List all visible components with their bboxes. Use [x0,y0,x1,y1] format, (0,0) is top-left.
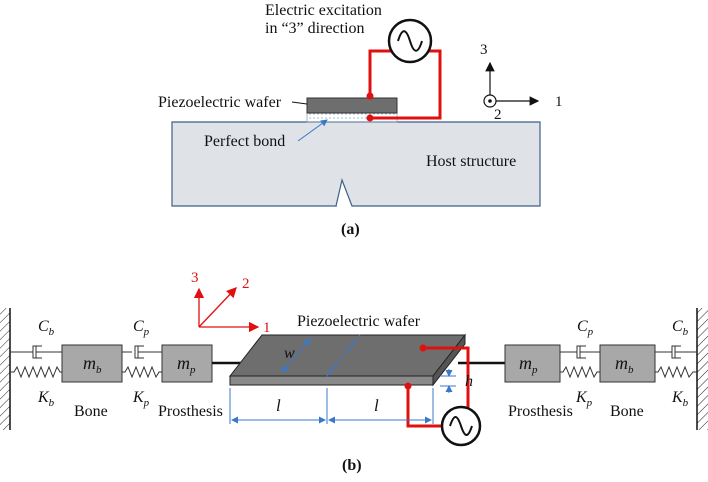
left-mass-prosthesis-label: mp [177,353,196,376]
bond-leader [297,119,328,142]
right-cb-label: Cb [672,318,689,338]
length-label-right: l [374,396,379,415]
piezo-wafer-a [306,97,398,114]
left-cb-label: Cb [38,318,55,338]
left-cp-label: Cp [133,318,150,338]
axis-b-3: 3 [191,270,199,286]
axes-a: 3 1 2 [480,42,563,123]
length-label-left: l [276,396,281,415]
excitation-label-2: in “3” direction [265,20,365,37]
left-damper-bone [10,345,62,359]
sine-icon-a [397,30,423,52]
bond-label: Perfect bond [204,133,285,150]
electrode-bottom-a [366,114,374,122]
host-label: Host structure [426,153,516,170]
axis-a-2: 2 [494,107,502,123]
electrode-bottom-b [404,382,412,390]
axis-a-3: 3 [480,42,488,58]
left-spring-bone [10,365,62,379]
left-mass-bone [61,344,123,383]
right-spring-prosthesis [560,365,600,379]
axis-a-1: 1 [555,94,563,110]
right-mass-prosthesis-label: mp [519,353,538,376]
sine-icon-b [449,416,473,436]
axis-b-1: 1 [263,320,271,336]
wafer-centerline [326,334,361,377]
axes-b: 3 2 1 [191,270,271,336]
wafer-label-a: Piezoelectric wafer [158,94,282,111]
right-mass-bone-label: mb [615,353,634,376]
piezo-wafer-b [228,333,467,387]
caption-a: (a) [341,221,360,238]
right-mass-prosthesis [504,344,561,383]
left-spring-prosthesis [122,365,162,379]
wire-a [368,49,442,120]
left-wall [0,308,10,430]
crack-notch [335,177,353,207]
right-damper-prosthesis [560,345,600,359]
right-damper-bone [655,345,697,359]
caption-b: (b) [342,457,362,474]
excitation-label-1: Electric excitation [265,2,382,19]
right-mass-bone [599,344,656,383]
left-damper-prosthesis [122,345,162,359]
height-label: h [465,373,473,390]
right-bone-label: Bone [610,403,644,420]
right-kp-label: Kp [575,389,593,409]
wafer-leader [291,101,308,105]
panel-b: mb mp Cb Cp Kb Kp Bone Prosthesis w Piez… [0,270,708,474]
left-kp-label: Kp [132,389,150,409]
right-cp-label: Cp [577,318,594,338]
axis-b-2: 2 [242,276,250,292]
height-dimension [440,369,456,393]
right-kb-label: Kb [671,389,689,409]
width-dimension [281,338,311,373]
electrode-top-a [366,92,374,100]
left-mass-prosthesis [161,344,213,383]
right-wall [697,308,708,430]
width-label: w [284,345,295,362]
left-kb-label: Kb [37,389,55,409]
electrode-top-b [419,344,427,352]
left-prosthesis-label: Prosthesis [158,403,223,420]
length-dimensions [229,388,434,424]
left-mass-bone-label: mb [83,353,102,376]
wafer-label-b: Piezoelectric wafer [297,313,421,330]
left-bone-label: Bone [74,403,108,420]
right-spring-bone [655,365,697,379]
panel-a: Electric excitation in “3” direction Pie… [158,2,563,238]
right-prosthesis-label: Prosthesis [508,403,573,420]
